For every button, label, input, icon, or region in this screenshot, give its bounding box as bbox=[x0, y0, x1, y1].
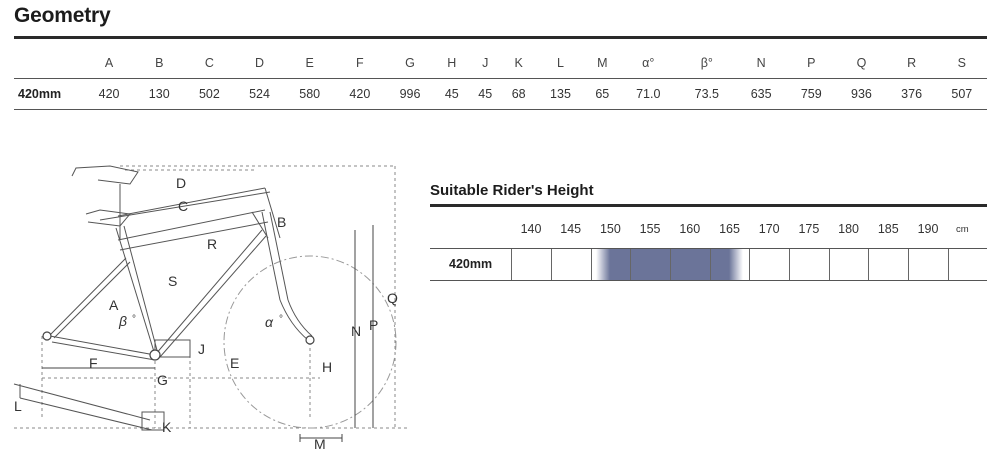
diagram-label-N: N bbox=[351, 323, 361, 339]
height-tick-label: 155 bbox=[639, 222, 661, 236]
table-cell: 45 bbox=[468, 78, 502, 110]
rider-height-scale: cm 140 145 150 155 160 165 170 175 180 185 190 bbox=[430, 222, 987, 244]
table-cell: 135 bbox=[535, 78, 586, 110]
table-cell: 65 bbox=[585, 78, 619, 110]
column-header: H bbox=[447, 56, 457, 70]
column-header: C bbox=[204, 56, 214, 70]
size-cell: 420mm bbox=[14, 78, 84, 110]
rider-height-title: Suitable Rider's Height bbox=[430, 182, 594, 199]
column-header: J bbox=[482, 56, 489, 70]
rider-height-row: 420mm bbox=[430, 248, 987, 281]
column-header: M bbox=[597, 56, 608, 70]
diagram-label-P: P bbox=[369, 317, 378, 333]
diagram-label-S: S bbox=[168, 273, 177, 289]
column-header: K bbox=[514, 56, 523, 70]
column-header: N bbox=[756, 56, 766, 70]
column-header: β° bbox=[700, 56, 713, 70]
table-cell: 635 bbox=[736, 78, 787, 110]
table-cell: 580 bbox=[284, 78, 335, 110]
title-divider bbox=[14, 36, 987, 39]
page-title: Geometry bbox=[14, 4, 111, 27]
diagram-label-A: A bbox=[109, 297, 119, 313]
table-cell: 376 bbox=[886, 78, 937, 110]
column-header: D bbox=[255, 56, 265, 70]
diagram-label-B: B bbox=[277, 214, 286, 230]
height-unit-label: cm bbox=[956, 224, 969, 235]
table-cell: 130 bbox=[134, 78, 185, 110]
height-grid-line bbox=[630, 249, 632, 280]
table-cell: 68 bbox=[501, 78, 536, 110]
height-tick-label: 175 bbox=[798, 222, 820, 236]
diagram-label-alpha: α bbox=[265, 314, 274, 330]
diagram-label-F: F bbox=[89, 355, 98, 371]
height-grid-line bbox=[511, 249, 513, 280]
column-header: S bbox=[957, 56, 967, 70]
height-grid-line bbox=[789, 249, 791, 280]
height-grid-line bbox=[749, 249, 751, 280]
table-cell: 936 bbox=[836, 78, 887, 110]
table-cell: 45 bbox=[435, 78, 469, 110]
rider-size-label: 420mm bbox=[449, 257, 493, 271]
table-cell: 71.0 bbox=[619, 78, 678, 110]
height-grid-line bbox=[590, 249, 592, 280]
height-grid-line bbox=[828, 249, 830, 280]
diagram-label-alpha-degree: ° bbox=[279, 314, 283, 325]
height-tick-label: 180 bbox=[838, 222, 860, 236]
table-cell: 759 bbox=[786, 78, 837, 110]
diagram-label-D: D bbox=[176, 175, 186, 191]
column-header: B bbox=[155, 56, 164, 70]
height-grid-line bbox=[868, 249, 870, 280]
table-cell: 73.5 bbox=[677, 78, 737, 110]
diagram-label-C: C bbox=[178, 198, 188, 214]
column-header: L bbox=[557, 56, 564, 70]
diagram-label-Q: Q bbox=[387, 290, 398, 306]
size-column-header bbox=[14, 48, 84, 79]
height-tick-label: 165 bbox=[719, 222, 740, 236]
table-cell: 420 bbox=[334, 78, 385, 110]
diagram-label-G: G bbox=[157, 372, 168, 388]
diagram-label-J: J bbox=[198, 341, 205, 357]
column-header: F bbox=[356, 56, 364, 70]
height-grid-line bbox=[550, 249, 552, 280]
table-cell: 996 bbox=[384, 78, 436, 110]
height-tick-label: 190 bbox=[917, 222, 939, 236]
diagram-label-M: M bbox=[314, 436, 326, 452]
column-header: A bbox=[104, 56, 114, 70]
height-tick-label: 140 bbox=[520, 222, 542, 236]
height-grid-line bbox=[709, 249, 711, 280]
column-header: Q bbox=[856, 56, 867, 70]
diagram-label-L: L bbox=[14, 398, 22, 414]
bike-geometry-diagram: D C B R S A β ° α ° J F E G H N P Q L K … bbox=[13, 165, 410, 452]
diagram-label-R: R bbox=[207, 236, 217, 252]
table-cell: 420 bbox=[84, 78, 135, 110]
table-cell: 502 bbox=[184, 78, 235, 110]
column-header: α° bbox=[642, 56, 655, 70]
height-tick-label: 185 bbox=[877, 222, 899, 236]
column-header: G bbox=[405, 56, 415, 70]
column-header: R bbox=[907, 56, 917, 70]
height-tick-label: 145 bbox=[560, 222, 582, 236]
diagram-label-H: H bbox=[322, 359, 332, 375]
height-tick-label: 160 bbox=[679, 222, 701, 236]
column-header: P bbox=[807, 56, 816, 70]
diagram-label-beta: β bbox=[118, 313, 127, 329]
height-tick-label: 170 bbox=[758, 222, 780, 236]
table-cell: 507 bbox=[936, 78, 987, 110]
rider-height-divider bbox=[430, 204, 987, 207]
diagram-label-K: K bbox=[162, 419, 172, 435]
height-tick-label: 150 bbox=[599, 222, 621, 236]
height-grid-line bbox=[669, 249, 671, 280]
height-grid-line bbox=[947, 249, 949, 280]
table-cell: 524 bbox=[234, 78, 285, 110]
diagram-label-beta-degree: ° bbox=[132, 314, 136, 325]
column-header: E bbox=[305, 56, 314, 70]
height-grid-line bbox=[908, 249, 910, 280]
diagram-label-E: E bbox=[230, 355, 239, 371]
